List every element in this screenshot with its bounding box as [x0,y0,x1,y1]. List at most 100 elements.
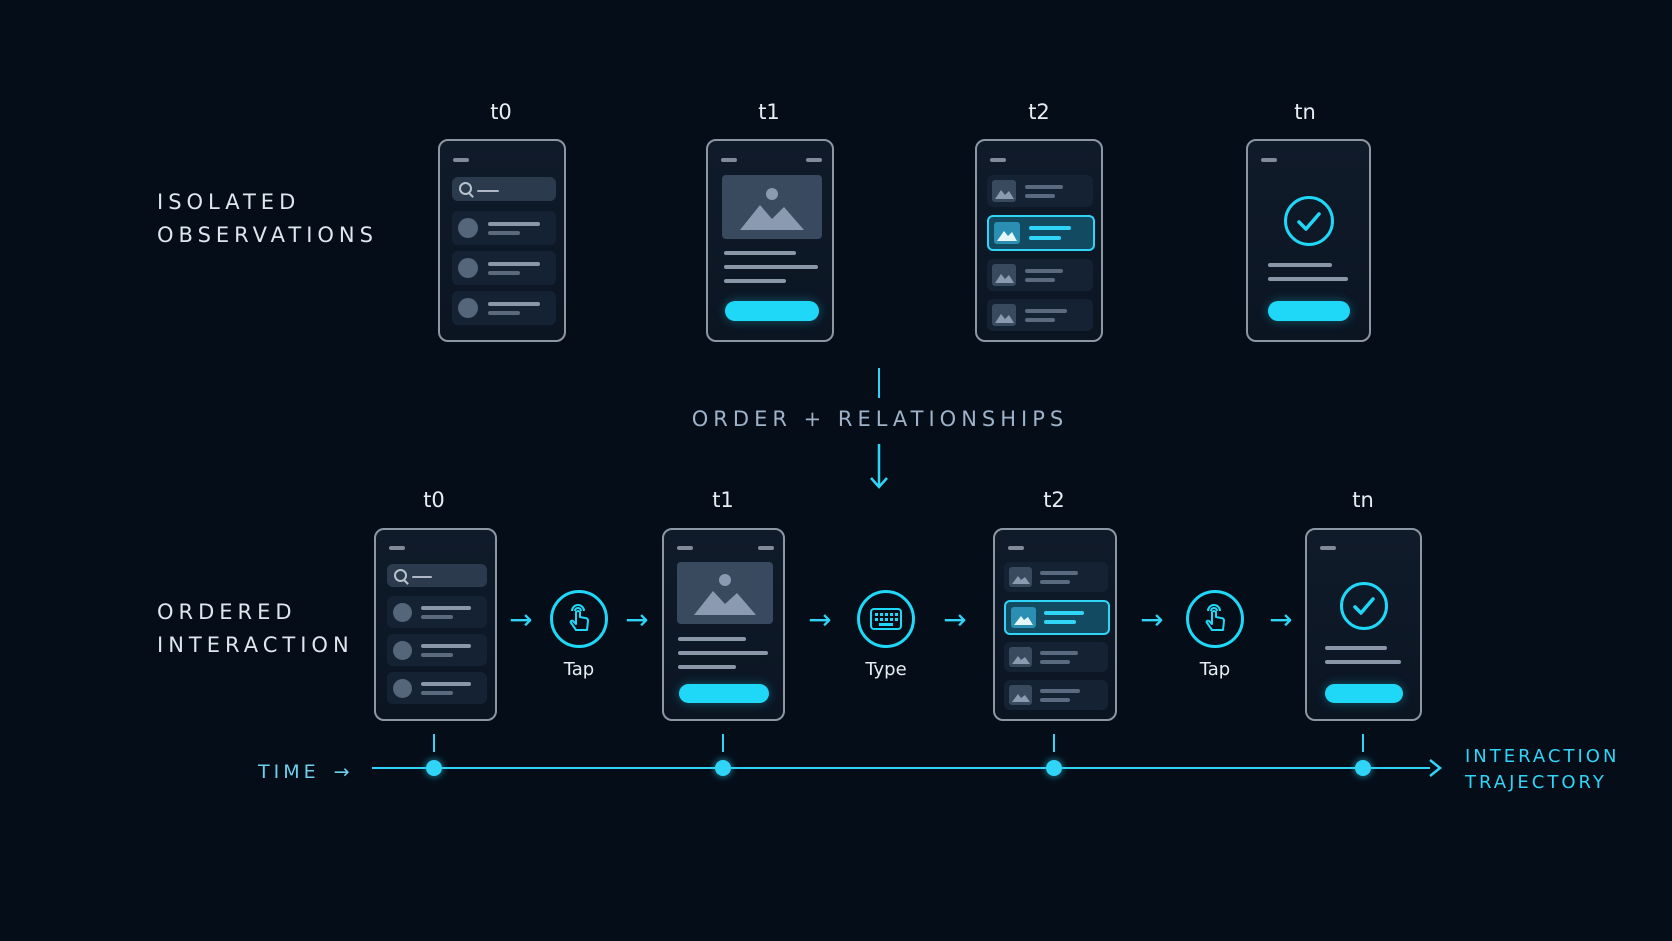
bottom-step-label-t0: t0 [423,488,445,512]
bottom-step-label-t1: t1 [712,488,734,512]
avatar [458,218,478,238]
tap-action [550,590,608,648]
search-bar [387,564,487,587]
ordered-interaction-label: ORDERED INTERACTION [157,596,354,662]
primary-button [1325,684,1403,703]
connector-line [878,368,880,398]
timeline-arrowhead-icon [1429,759,1443,777]
bottom-screen-t2-image-list [993,528,1117,721]
status-bar [721,158,737,162]
bottom-step-label-t2: t2 [1043,488,1065,512]
isolated-label-line1: ISOLATED [157,190,301,214]
image-icon [1011,607,1036,628]
down-arrow-icon [870,444,888,489]
image-icon [992,180,1016,202]
order-relationships-label: ORDER + RELATIONSHIPS [691,407,1069,431]
status-bar [1008,546,1024,550]
right-arrow-icon: → [808,603,832,636]
status-bar [1320,546,1336,550]
trajectory-label-line2: TRAJECTORY [1465,772,1607,793]
list-item [987,259,1093,291]
top-screen-t1-detail [706,139,834,342]
search-icon [394,569,407,582]
isolated-label-line2: OBSERVATIONS [157,223,378,247]
list-item-selected [987,215,1095,251]
image-placeholder [677,562,773,624]
list-item [452,211,556,245]
status-bar [453,158,469,162]
right-arrow-icon: → [943,603,967,636]
list-item [987,175,1093,207]
interaction-trajectory-label: INTERACTION TRAJECTORY [1465,744,1619,796]
list-item [387,672,487,704]
right-arrow-icon: → [509,603,533,636]
list-item [1004,642,1108,672]
top-step-label-t2: t2 [1028,100,1050,124]
image-icon [694,574,756,615]
search-icon [459,182,472,195]
image-icon [1009,685,1032,705]
status-bar [389,546,405,550]
primary-button [679,684,769,703]
image-icon [1009,567,1032,587]
isolated-observations-label: ISOLATED OBSERVATIONS [157,186,378,252]
top-screen-t0-search-list [438,139,566,342]
ordered-label-line1: ORDERED [157,600,297,624]
list-item [452,251,556,285]
type-action [857,590,915,648]
list-item [387,634,487,666]
top-step-label-tn: tn [1294,100,1316,124]
primary-button [725,301,819,321]
image-placeholder [722,175,822,239]
keyboard-icon [870,608,902,630]
image-icon [992,304,1016,326]
image-icon [1009,647,1032,667]
bottom-screen-t1-detail [662,528,785,721]
action-label-tap: Tap [1199,659,1231,680]
tap-hand-icon [569,604,589,631]
top-step-label-t1: t1 [758,100,780,124]
right-arrow-icon: → [1269,603,1293,636]
bottom-step-label-tn: tn [1352,488,1374,512]
status-bar [677,546,693,550]
search-bar [452,177,556,201]
timeline-node-tn [1355,760,1371,776]
list-item [1004,680,1108,710]
list-item [387,596,487,628]
image-icon [992,264,1016,286]
status-bar [1261,158,1277,162]
avatar [393,603,412,622]
right-arrow-icon: → [625,603,649,636]
tap-hand-icon [1205,604,1225,631]
primary-button [1268,301,1350,321]
checkmark-icon [1340,582,1388,630]
tap-action [1186,590,1244,648]
status-bar [990,158,1006,162]
time-label-text: TIME [258,761,320,783]
top-screen-t2-image-list [975,139,1103,342]
bottom-screen-tn-success [1305,528,1422,721]
avatar [393,641,412,660]
action-label-tap: Tap [563,659,595,680]
timeline-node-t2 [1046,760,1062,776]
timeline-axis [372,767,1430,769]
timeline-tick [722,734,724,752]
right-arrow-icon: → [333,761,350,783]
list-item-selected [1004,600,1110,635]
trajectory-label-line1: INTERACTION [1465,746,1620,767]
avatar [458,298,478,318]
action-label-type: Type [865,659,907,680]
checkmark-icon [1284,196,1334,246]
right-arrow-icon: → [1140,603,1164,636]
timeline-node-t0 [426,760,442,776]
bottom-screen-t0-search-list [374,528,497,721]
time-axis-label: TIME → [258,761,350,783]
list-item [1004,562,1108,592]
ordered-label-line2: INTERACTION [157,633,354,657]
list-item [452,291,556,325]
list-item [987,299,1093,331]
timeline-tick [1053,734,1055,752]
timeline-tick [1362,734,1364,752]
timeline-tick [433,734,435,752]
